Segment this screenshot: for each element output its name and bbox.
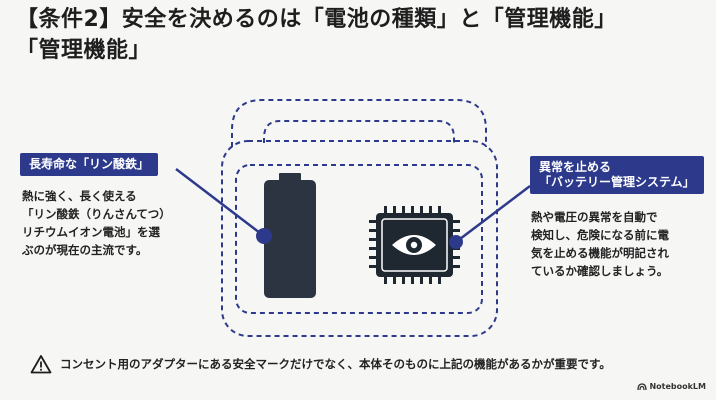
bms-label: 異常を止める 「バッテリー管理システム」 xyxy=(530,156,704,194)
battery-icon xyxy=(264,173,316,298)
title-line-2: 「管理機能」 xyxy=(16,38,152,63)
bms-description-line: ているか確認しましょう。 xyxy=(531,264,669,278)
left-connector xyxy=(175,168,272,244)
bms-label-line: 「バッテリー管理システム」 xyxy=(539,175,695,189)
lfp-description-line: 熱に強く、長く使える xyxy=(22,189,137,203)
lfp-description-line: 「リン酸鉄（りんさんてつ） xyxy=(22,207,171,221)
chip-icon xyxy=(369,206,460,284)
brand-watermark: NotebookLM xyxy=(637,382,706,391)
lfp-description: 熱に強く、長く使える 「リン酸鉄（りんさんてつ） リチウムイオン電池」を選 ぶの… xyxy=(22,187,232,259)
bms-description: 熱や電圧の異常を自動で 検知し、危険になる前に電 気を止める機能が明記され てい… xyxy=(531,208,703,280)
lfp-description-line: ぶのが現在の主流です。 xyxy=(22,243,148,257)
body-outline-inner xyxy=(235,164,483,314)
lfp-description-line: リチウムイオン電池」を選 xyxy=(22,225,160,239)
eye-icon xyxy=(392,235,436,255)
page-title: 【条件2】安全を決めるのは「電池の種類」と「管理機能」 「管理機能」 xyxy=(16,4,706,66)
title-line-1: 【条件2】安全を決めるのは「電池の種類」と「管理機能」 xyxy=(16,7,617,32)
notebooklm-logo-icon xyxy=(637,382,648,390)
warning-text: コンセント用のアダプターにある安全マークだけでなく、本体そのものに上記の機能があ… xyxy=(60,357,611,371)
handle-outline xyxy=(231,99,487,147)
right-connector xyxy=(449,185,531,249)
brand-text: NotebookLM xyxy=(649,382,706,391)
body-outline-outer xyxy=(221,140,498,337)
bms-description-line: 気を止める機能が明記され xyxy=(531,246,669,260)
warning-note: コンセント用のアダプターにある安全マークだけでなく、本体そのものに上記の機能があ… xyxy=(30,354,700,374)
bms-description-line: 検知し、危険になる前に電 xyxy=(531,228,669,242)
bms-label-line: 異常を止める xyxy=(539,160,612,174)
bms-description-line: 熱や電圧の異常を自動で xyxy=(531,210,658,224)
warning-triangle-icon xyxy=(30,355,52,374)
lfp-label: 長寿命な「リン酸鉄」 xyxy=(20,153,159,176)
